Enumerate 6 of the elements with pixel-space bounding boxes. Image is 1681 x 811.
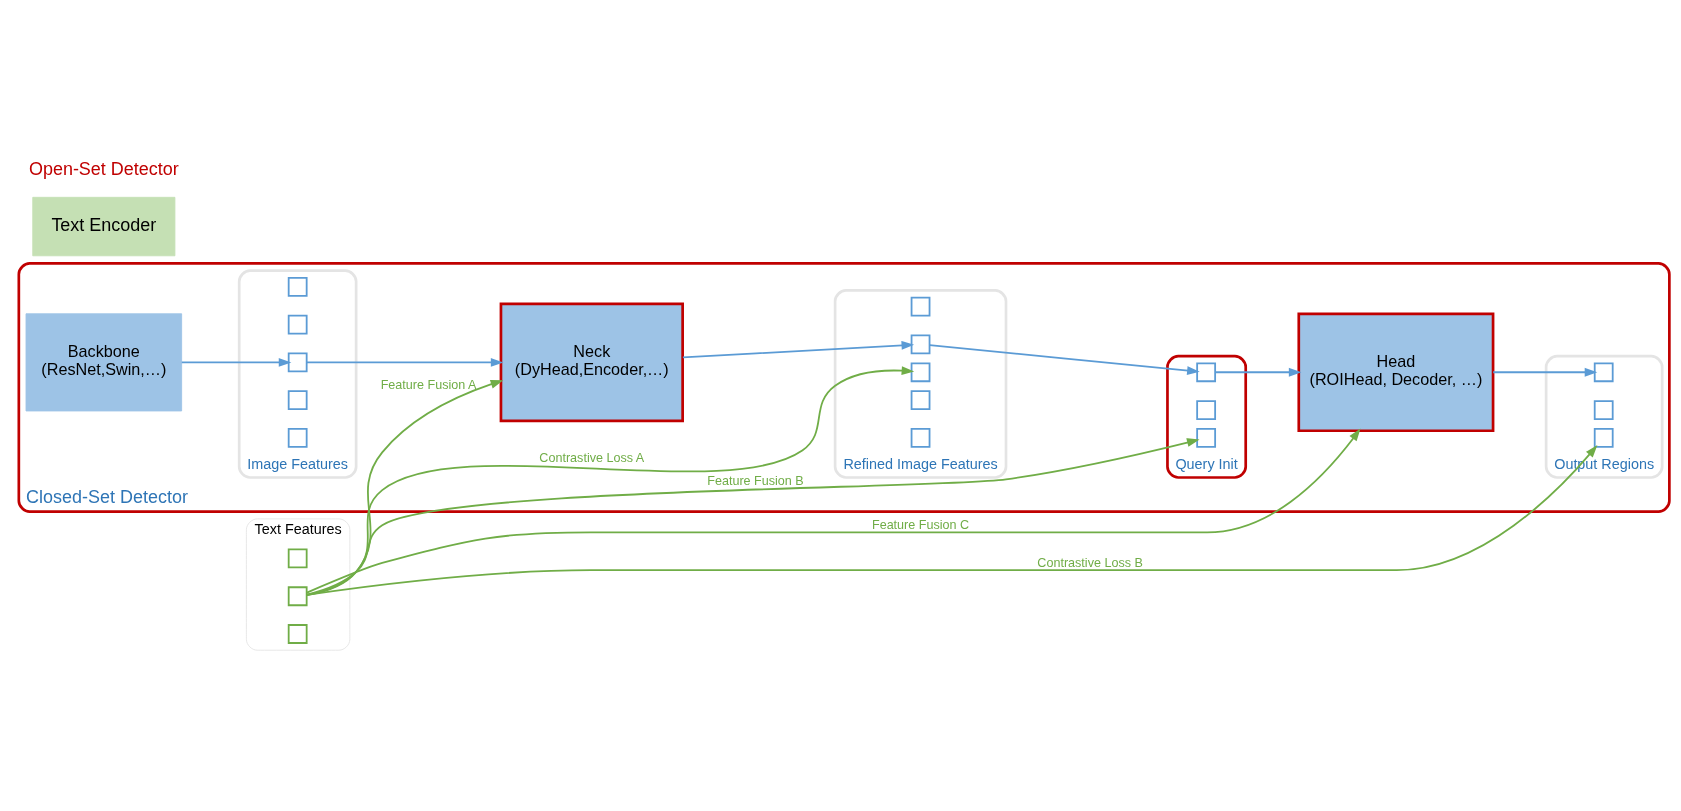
edge-label: Contrastive Loss A (539, 450, 645, 465)
edge-label: Feature Fusion A (380, 377, 477, 392)
edge-label: Feature Fusion B (707, 473, 804, 488)
label: Open-Set Detector (28, 158, 179, 179)
edge-label: Contrastive Loss B (1037, 555, 1143, 570)
edge-label: Feature Fusion C (871, 517, 970, 532)
